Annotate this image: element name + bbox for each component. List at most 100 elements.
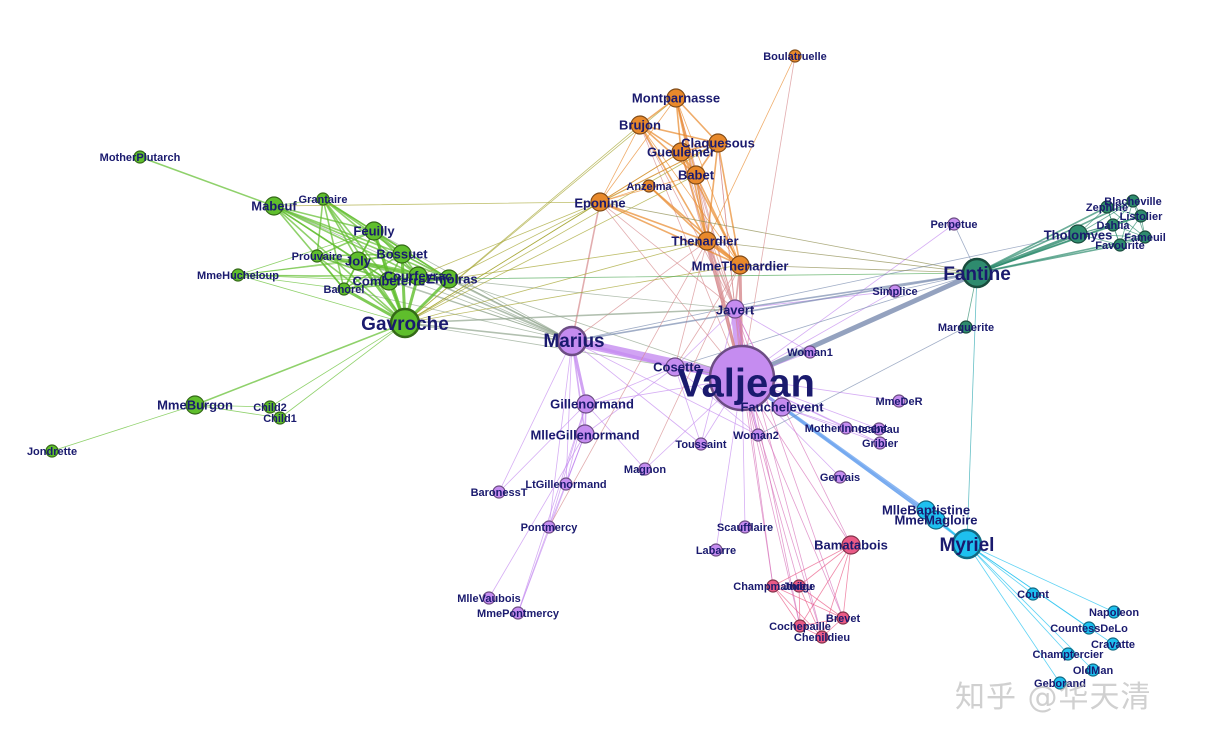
node-cochepaille[interactable] bbox=[793, 619, 807, 633]
node-pontmercy[interactable] bbox=[542, 520, 556, 534]
node-boulatruelle[interactable] bbox=[788, 49, 802, 63]
node-marius[interactable] bbox=[556, 325, 588, 357]
edge-valjean-champmathieu bbox=[741, 377, 774, 587]
node-cosette[interactable] bbox=[665, 357, 685, 377]
label-napoleon: Napoleon bbox=[1089, 607, 1139, 619]
label-layer: ValjeanMariusCosetteJavertSimplicePerpet… bbox=[27, 51, 1166, 690]
node-jondrette[interactable] bbox=[45, 444, 59, 458]
node-combeferre[interactable] bbox=[379, 271, 399, 291]
node-myriel[interactable] bbox=[951, 528, 983, 560]
node-javert[interactable] bbox=[725, 299, 745, 319]
node-mmethenardier[interactable] bbox=[730, 255, 750, 275]
node-brujon[interactable] bbox=[630, 115, 650, 135]
edge-gavroche-prouvaire bbox=[316, 255, 406, 324]
node-gervais[interactable] bbox=[833, 470, 847, 484]
node-countessdelo[interactable] bbox=[1082, 621, 1096, 635]
node-fantine[interactable] bbox=[961, 257, 993, 289]
node-eponine[interactable] bbox=[590, 192, 610, 212]
node-babet[interactable] bbox=[686, 165, 706, 185]
node-prouvaire[interactable] bbox=[310, 249, 324, 263]
node-brevet[interactable] bbox=[836, 611, 850, 625]
edge-myriel-champtercier bbox=[966, 543, 1069, 655]
node-mmeder[interactable] bbox=[892, 394, 906, 408]
node-bossuet[interactable] bbox=[392, 244, 412, 264]
node-mmepontmercy[interactable] bbox=[511, 606, 525, 620]
node-gueulemer[interactable] bbox=[671, 142, 691, 162]
edge-eponine-fantine bbox=[599, 201, 978, 274]
node-listolier[interactable] bbox=[1134, 209, 1148, 223]
node-mabeuf[interactable] bbox=[264, 196, 284, 216]
edge-cosette-toussaint bbox=[674, 366, 702, 445]
node-enjolras[interactable] bbox=[439, 269, 459, 289]
node-mllevaubois[interactable] bbox=[482, 591, 496, 605]
node-oldman[interactable] bbox=[1086, 663, 1100, 677]
node-toussaint[interactable] bbox=[694, 437, 708, 451]
label-mmemagloire: MmeMagloire bbox=[894, 512, 977, 527]
edge-babet-montparnasse bbox=[675, 97, 697, 176]
node-cravatte[interactable] bbox=[1106, 637, 1120, 651]
node-claquesous[interactable] bbox=[708, 133, 728, 153]
node-anzelma[interactable] bbox=[642, 179, 656, 193]
node-mllegillenormand[interactable] bbox=[575, 424, 595, 444]
edge-feuilly-mabeuf bbox=[273, 205, 375, 232]
node-baronesst[interactable] bbox=[492, 485, 506, 499]
node-grantaire[interactable] bbox=[316, 192, 330, 206]
edge-marius-toussaint bbox=[571, 340, 702, 445]
node-joly[interactable] bbox=[348, 251, 368, 271]
node-bahorel[interactable] bbox=[337, 282, 351, 296]
node-child1[interactable] bbox=[273, 411, 287, 425]
node-chenildieu[interactable] bbox=[815, 630, 829, 644]
node-champmathieu[interactable] bbox=[766, 579, 780, 593]
node-geborand[interactable] bbox=[1053, 676, 1067, 690]
node-montparnasse[interactable] bbox=[666, 88, 686, 108]
node-thenardier[interactable] bbox=[697, 231, 717, 251]
node-marguerite[interactable] bbox=[959, 320, 973, 334]
node-isabeau[interactable] bbox=[872, 422, 886, 436]
node-perpetue[interactable] bbox=[947, 217, 961, 231]
node-fauchelevent[interactable] bbox=[772, 397, 792, 417]
label-isabeau: Isabeau bbox=[859, 424, 900, 436]
label-bahorel: Bahorel bbox=[324, 284, 365, 296]
node-champtercier[interactable] bbox=[1061, 647, 1075, 661]
node-woman1[interactable] bbox=[803, 345, 817, 359]
label-mllevaubois: MlleVaubois bbox=[457, 593, 521, 605]
node-blacheville[interactable] bbox=[1126, 194, 1140, 208]
node-mmemagloire[interactable] bbox=[926, 510, 946, 530]
node-mmehucheloup[interactable] bbox=[231, 268, 245, 282]
node-motherinnocent[interactable] bbox=[839, 421, 853, 435]
node-labarre[interactable] bbox=[709, 543, 723, 557]
node-tholomyes[interactable] bbox=[1068, 224, 1088, 244]
node-zephine[interactable] bbox=[1100, 200, 1114, 214]
node-simplice[interactable] bbox=[888, 284, 902, 298]
node-gavroche[interactable] bbox=[389, 307, 421, 339]
node-motherplutarch[interactable] bbox=[133, 150, 147, 164]
node-ltgillenormand[interactable] bbox=[559, 477, 573, 491]
label-mmepontmercy: MmePontmercy bbox=[477, 608, 560, 620]
node-courfeyrac[interactable] bbox=[408, 266, 428, 286]
edge-babet-brujon bbox=[639, 124, 697, 176]
edge-mmethenardier-eponine bbox=[599, 201, 741, 266]
edge-marius-thenardier bbox=[571, 240, 708, 342]
label-magnon: Magnon bbox=[624, 464, 666, 476]
node-valjean[interactable] bbox=[708, 344, 776, 412]
edge-marius-eponine bbox=[571, 201, 601, 342]
node-scaufflaire[interactable] bbox=[738, 520, 752, 534]
node-napoleon[interactable] bbox=[1107, 605, 1121, 619]
node-fameuil[interactable] bbox=[1138, 230, 1152, 244]
node-child2[interactable] bbox=[263, 400, 277, 414]
node-feuilly[interactable] bbox=[364, 221, 384, 241]
node-gribier[interactable] bbox=[873, 436, 887, 450]
node-dahlia[interactable] bbox=[1106, 218, 1120, 232]
node-magnon[interactable] bbox=[638, 462, 652, 476]
edge-gavroche-thenardier bbox=[404, 240, 708, 324]
node-favourite[interactable] bbox=[1113, 238, 1127, 252]
node-judge[interactable] bbox=[792, 579, 806, 593]
edge-pontmercy-mmepontmercy bbox=[517, 526, 550, 614]
node-count[interactable] bbox=[1026, 587, 1040, 601]
node-woman2[interactable] bbox=[751, 428, 765, 442]
label-motherinnocent: MotherInnocent bbox=[805, 423, 888, 435]
node-mmeburgon[interactable] bbox=[185, 395, 205, 415]
node-gillenormand[interactable] bbox=[576, 394, 596, 414]
label-gervais: Gervais bbox=[820, 472, 860, 484]
node-bamatabois[interactable] bbox=[841, 535, 861, 555]
